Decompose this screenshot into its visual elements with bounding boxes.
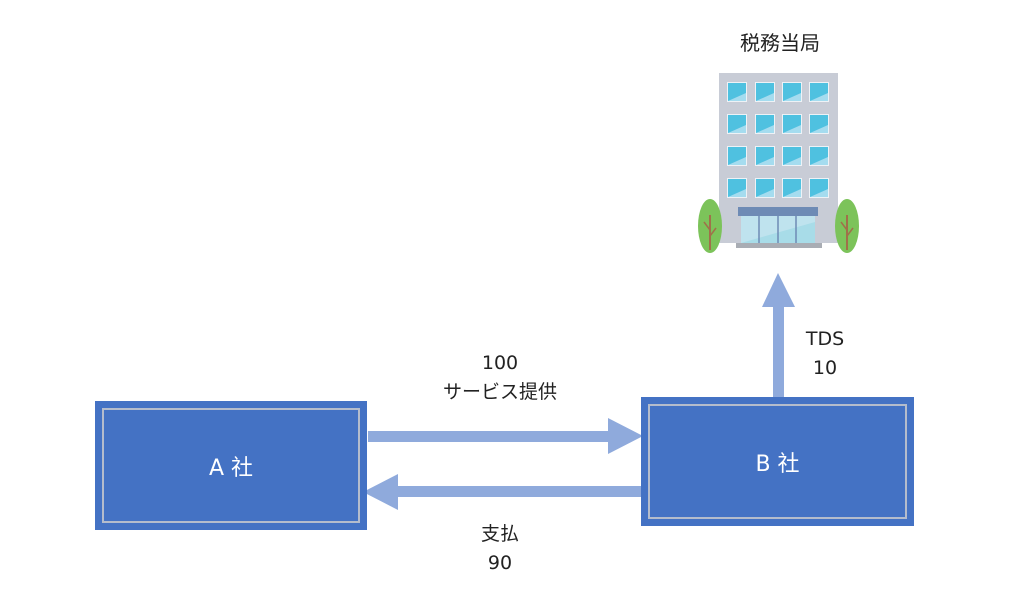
building-window-reflection — [810, 125, 828, 133]
office-building-icon — [698, 73, 859, 253]
building-window-reflection — [728, 157, 746, 165]
service-amount-label: 100 — [481, 352, 519, 374]
tree-icon — [698, 199, 722, 253]
building-window-reflection — [783, 157, 801, 165]
tds-amount-label: 10 — [812, 357, 838, 379]
service-arrow — [368, 418, 643, 454]
building-window-reflection — [783, 189, 801, 197]
building-window-reflection — [810, 157, 828, 165]
company-a-box: A 社 — [95, 401, 367, 530]
payment-amount-label: 90 — [487, 552, 513, 574]
building-window-reflection — [756, 93, 774, 101]
building-window-reflection — [728, 125, 746, 133]
building-window-reflection — [810, 189, 828, 197]
service-description-label: サービス提供 — [442, 381, 557, 403]
payment-description-label: 支払 — [480, 523, 519, 545]
company-b-box: B 社 — [641, 397, 914, 526]
building-window-reflection — [810, 93, 828, 101]
building-window-reflection — [783, 93, 801, 101]
building-window-reflection — [728, 189, 746, 197]
building-window-reflection — [728, 93, 746, 101]
building-window-reflection — [756, 125, 774, 133]
building-window-reflection — [783, 125, 801, 133]
company-a-inner-border — [102, 408, 360, 523]
tds-arrow — [762, 273, 795, 398]
company-b-label: B 社 — [755, 451, 800, 477]
company-a-label: A 社 — [208, 455, 254, 481]
tax-authority-label: 税務当局 — [740, 31, 820, 55]
building-window-reflection — [756, 157, 774, 165]
tds-description-label: TDS — [805, 328, 845, 350]
company-b-inner-border — [648, 404, 907, 519]
payment-arrow — [363, 474, 642, 510]
tree-icon — [835, 199, 859, 253]
building-window-reflection — [756, 189, 774, 197]
